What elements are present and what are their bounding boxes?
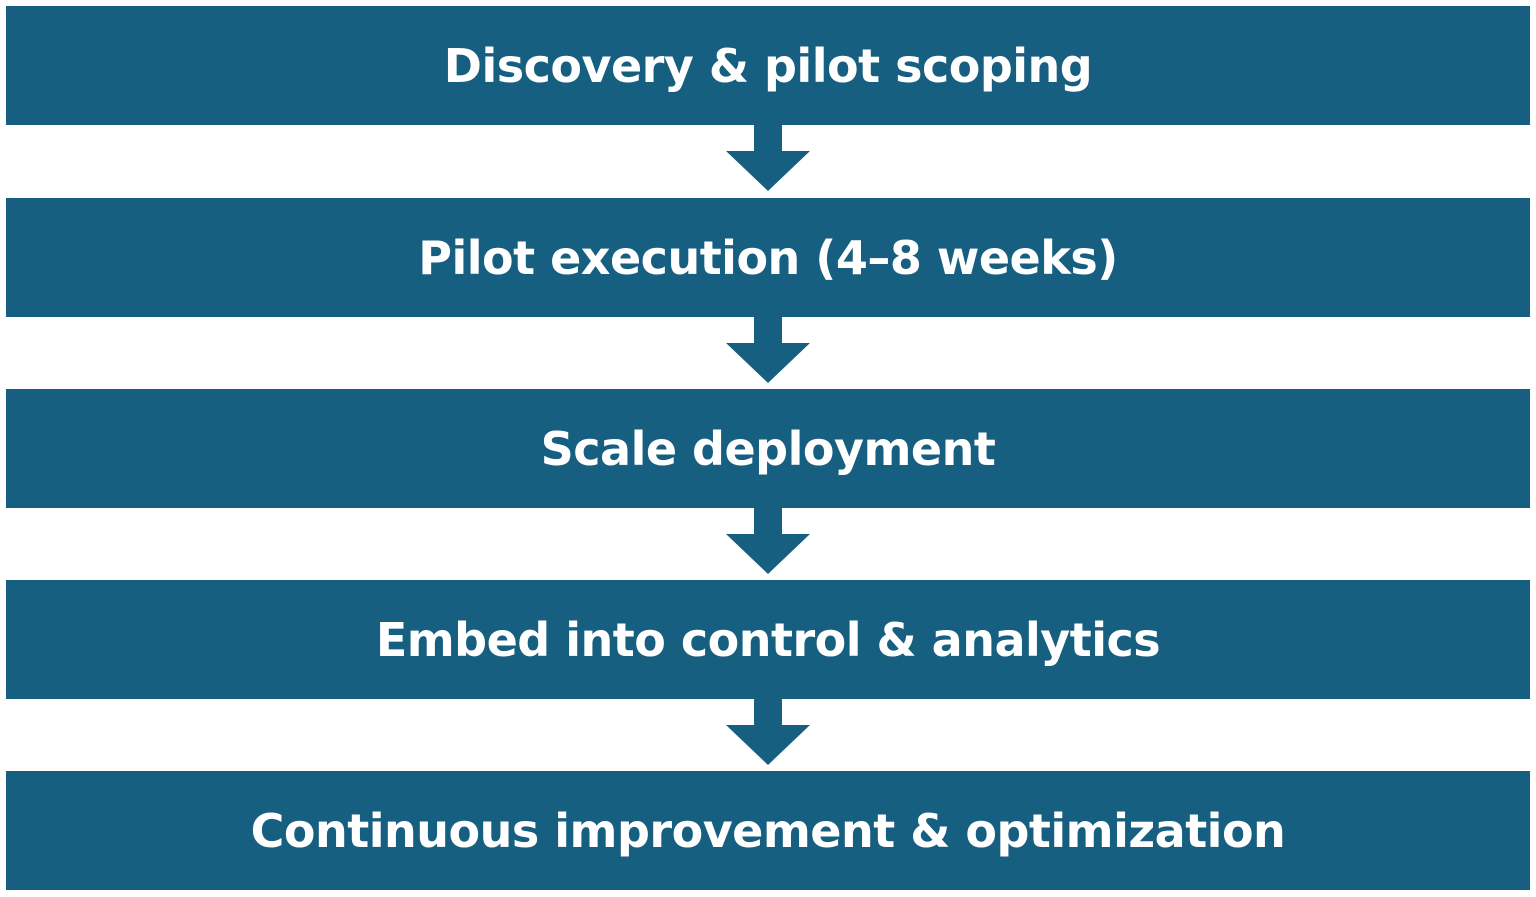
step-label: Discovery & pilot scoping bbox=[443, 38, 1093, 93]
step-label: Scale deployment bbox=[540, 421, 996, 476]
down-arrow-shape bbox=[726, 125, 810, 191]
step-label: Continuous improvement & optimization bbox=[250, 803, 1286, 858]
down-arrow-shape bbox=[726, 508, 810, 574]
down-arrow-icon bbox=[726, 508, 810, 575]
down-arrow-icon bbox=[726, 699, 810, 766]
down-arrow-shape bbox=[726, 317, 810, 383]
step-label: Embed into control & analytics bbox=[375, 612, 1161, 667]
down-arrow-icon bbox=[726, 317, 810, 384]
step-continuous-improvement: Continuous improvement & optimization bbox=[6, 771, 1530, 890]
step-embed-control-analytics: Embed into control & analytics bbox=[6, 580, 1530, 699]
step-discovery-pilot-scoping: Discovery & pilot scoping bbox=[6, 6, 1530, 125]
step-scale-deployment: Scale deployment bbox=[6, 389, 1530, 508]
step-label: Pilot execution (4–8 weeks) bbox=[418, 230, 1118, 285]
down-arrow-icon bbox=[726, 125, 810, 192]
down-arrow-shape bbox=[726, 699, 810, 765]
step-pilot-execution: Pilot execution (4–8 weeks) bbox=[6, 198, 1530, 317]
